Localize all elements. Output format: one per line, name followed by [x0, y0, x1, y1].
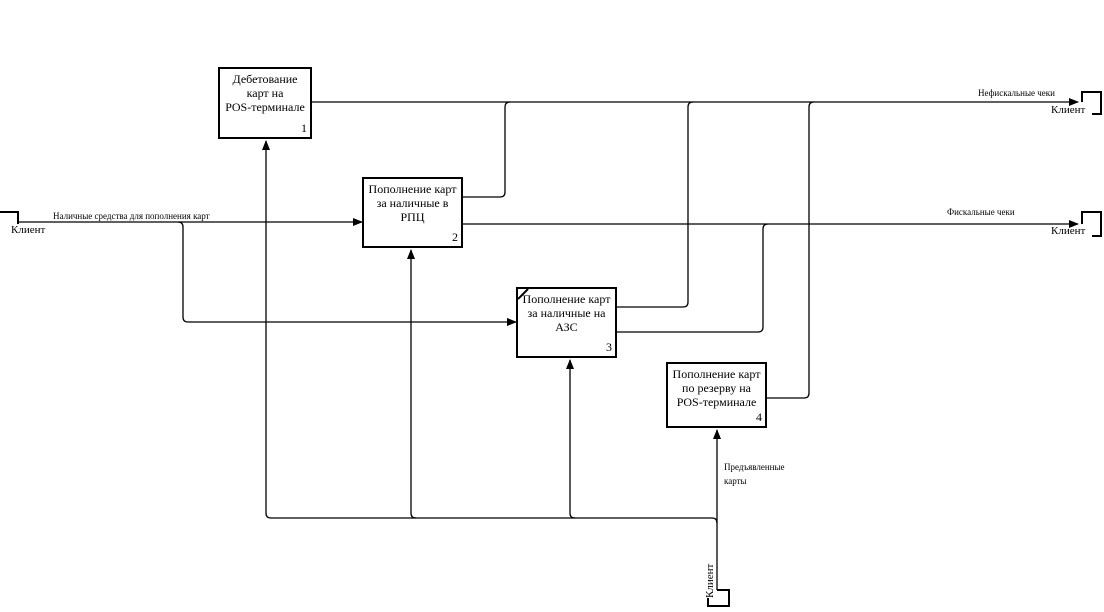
activity-title: Пополнение карт за наличные на АЗС — [522, 292, 611, 334]
activity-box-4[interactable]: Пополнение карт по резерву на POS-термин… — [666, 362, 767, 428]
activity-box-2[interactable]: Пополнение карт за наличные в РПЦ 2 — [362, 177, 463, 248]
tunnel-bottom-bracket — [707, 589, 730, 607]
tunnel-right-fiscal-bracket — [1081, 211, 1102, 237]
tunnel-right-fiscal-label: Клиент — [1051, 225, 1086, 237]
arrow-mechanism-bus — [262, 140, 718, 524]
activity-title: Пополнение карт за наличные в РПЦ — [368, 182, 457, 224]
arrow-box3-to-nonfiscal — [617, 101, 694, 308]
arrow-box4-to-nonfiscal — [766, 101, 815, 399]
arrow-box3-to-fiscal — [617, 223, 769, 333]
tunnel-left-bracket — [0, 211, 19, 224]
activity-number: 1 — [301, 121, 307, 135]
arrow-box2-to-nonfiscal — [463, 101, 511, 198]
arrow-cash-input-branch — [177, 221, 517, 326]
label-mechanism-cards: Предъявленные карты — [724, 462, 785, 486]
arrow-mechanism-box2 — [407, 249, 417, 519]
tunnel-bottom-label: Клиент — [704, 563, 716, 598]
activity-box-3[interactable]: Пополнение карт за наличные на АЗС 3 — [516, 287, 617, 358]
activity-title: Дебетование карт на POS-терминале — [225, 72, 305, 114]
activity-number: 2 — [452, 230, 458, 244]
label-fiscal-output: Фискальные чеки — [947, 207, 1015, 217]
label-nonfiscal-output: Нефискальные чеки — [978, 88, 1055, 98]
activity-box-1[interactable]: Дебетование карт на POS-терминале 1 — [218, 67, 312, 139]
label-cash-input: Наличные средства для пополнения карт — [53, 211, 210, 221]
activity-number: 4 — [756, 410, 762, 424]
activity-number: 3 — [606, 340, 612, 354]
tunnel-right-nonfiscal-bracket — [1081, 91, 1102, 115]
tunnel-right-nonfiscal-label: Клиент — [1051, 104, 1086, 116]
tunnel-left-label: Клиент — [11, 224, 46, 236]
arrow-mechanism-box3 — [566, 359, 576, 519]
activity-title: Пополнение карт по резерву на POS-термин… — [672, 367, 761, 409]
corner-mark-icon — [518, 289, 529, 300]
